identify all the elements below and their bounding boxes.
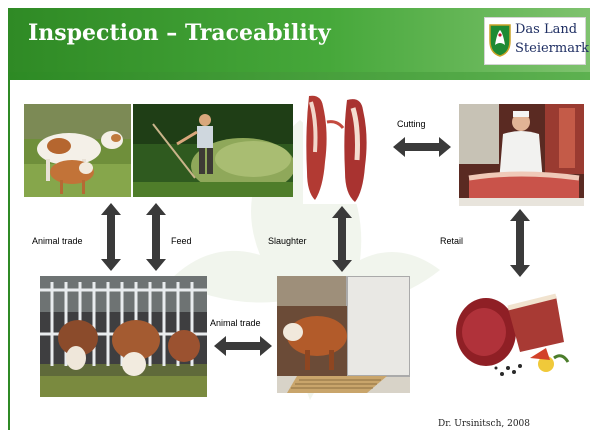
label-animal-trade-vertical: Animal trade [32,236,83,246]
label-feed: Feed [171,236,192,246]
leaf-watermark [170,120,440,400]
title-bar-underline [8,72,590,80]
meat-products-photo [450,288,575,384]
double-arrow-icon [332,206,352,272]
cows-feeding-stall-photo [40,276,207,397]
logo-text: Das Land Steiermark [515,22,590,56]
cow-trailer-photo [277,276,410,393]
double-arrow-icon [393,137,451,157]
logo: Das Land Steiermark [484,17,590,65]
label-cutting: Cutting [397,119,426,129]
farmer-haymaking-photo [133,104,293,197]
label-animal-trade-horizontal: Animal trade [210,318,261,328]
cows-grazing-photo [24,104,131,197]
author-credit: Dr. Ursinitsch, 2008 [438,419,531,429]
label-retail: Retail [440,236,464,246]
double-arrow-icon [214,336,272,356]
hanging-carcass-photo [303,92,385,204]
butcher-cutting-photo [459,104,584,206]
left-accent-rule [8,80,10,430]
page-title: Inspection – Traceability [28,20,331,46]
double-arrow-icon [146,203,166,271]
double-arrow-icon [510,209,530,277]
label-slaughter: Slaughter [268,236,307,246]
double-arrow-icon [101,203,121,271]
styria-coat-of-arms-icon [489,24,511,57]
